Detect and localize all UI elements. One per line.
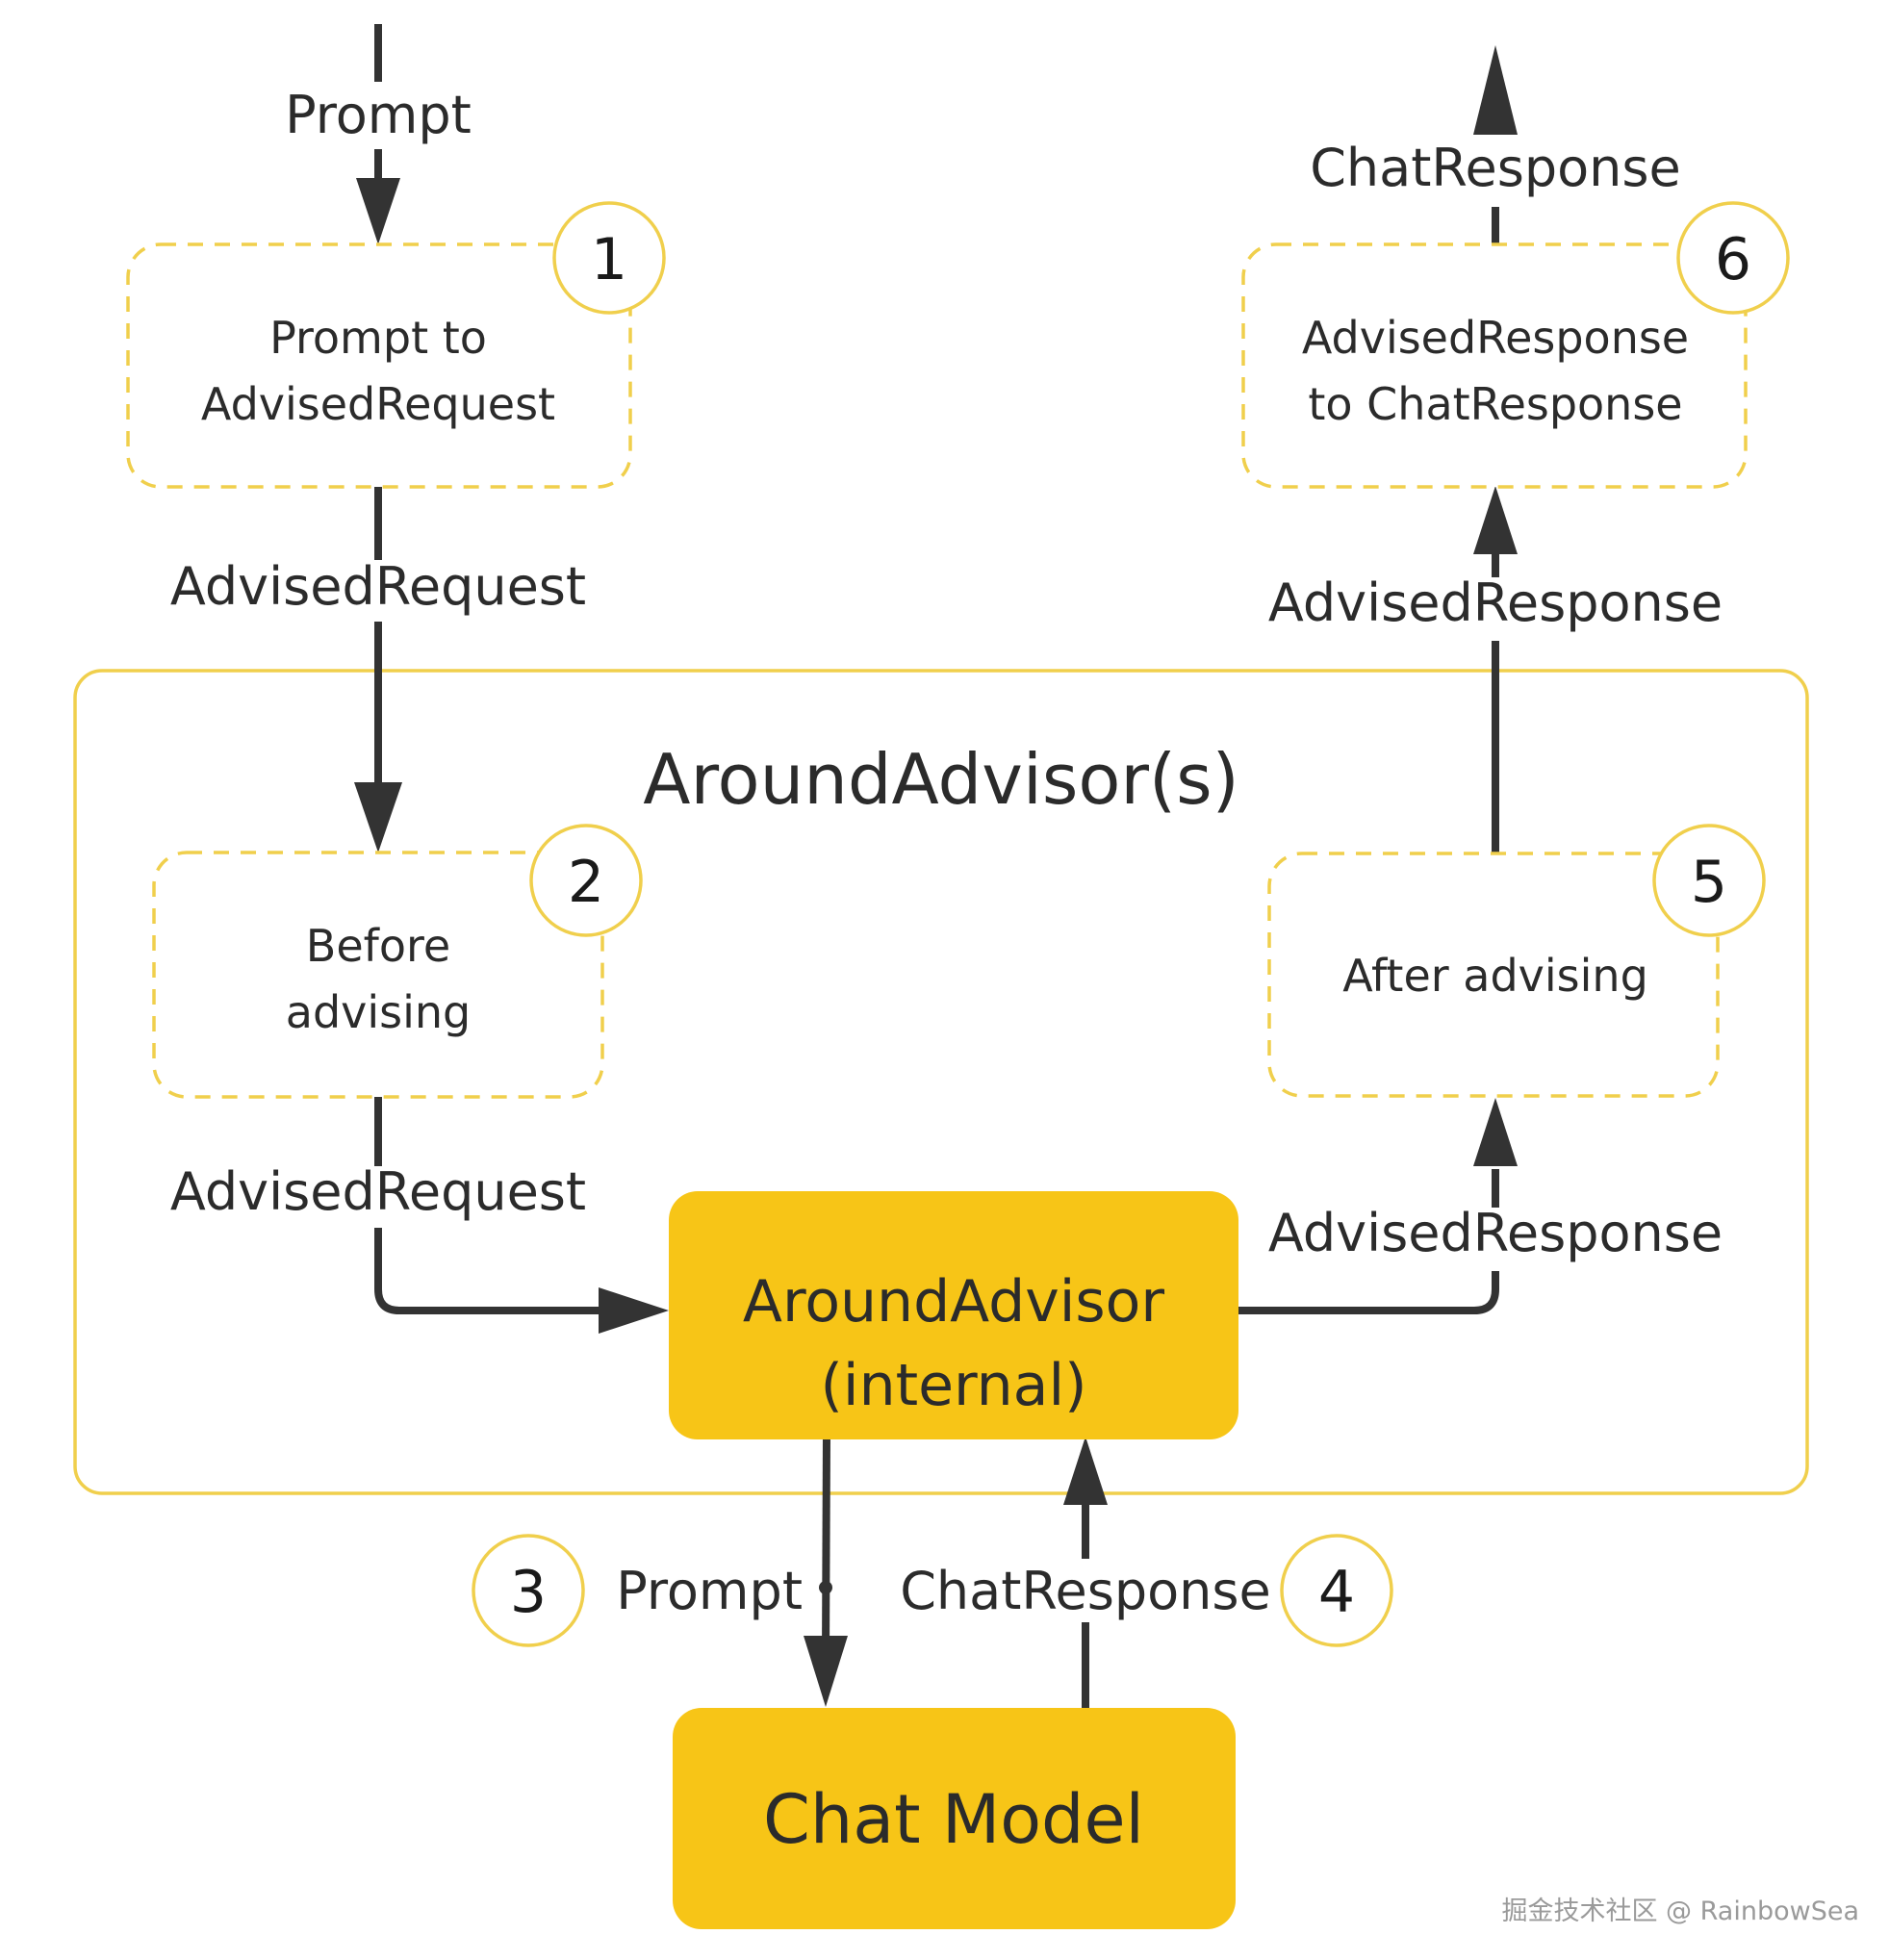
arrowhead-model-to-internal [1063,1437,1108,1505]
watermark: 掘金技术社区 @ RainbowSea [1501,1896,1859,1926]
step-6-line-2: to ChatResponse [1308,378,1682,430]
step-3-number: 3 [510,1559,547,1626]
step-2-line-1: Before [306,920,450,972]
edge-internal-to-model [822,1433,830,1661]
label-bg [1306,140,1687,203]
step-1-number: 1 [591,226,627,293]
edge-label-advised-request-1: AdvisedRequest [170,556,586,617]
container-title: AroundAdvisor(s) [643,739,1238,820]
arrowhead-box5-to-box6 [1473,486,1518,554]
arrowhead-internal-to-model [804,1636,848,1707]
step-1-line-1: Prompt to [269,312,487,364]
edge-label-prompt-to-model: Prompt [616,1561,803,1621]
edge-label-advised-response-2: AdvisedResponse [1268,573,1723,633]
edge-label-advised-response-1: AdvisedResponse [1268,1203,1723,1263]
chat-model-label: Chat Model [763,1780,1144,1859]
step-5-number-circle [1652,824,1766,937]
edge-label-chat-response-out: ChatResponse [1310,138,1681,198]
step-2-number: 2 [568,849,604,916]
edge-joint-dot [819,1581,832,1594]
edge-box2-to-internal [374,1097,616,1314]
step-4-number-circle [1280,1534,1393,1647]
label-bg [173,1166,583,1228]
edge-internal-to-box5 [1234,1169,1499,1314]
step-1-line-2: AdvisedRequest [201,378,555,430]
label-bg [1270,577,1721,641]
edge-label-advised-request-2: AdvisedRequest [170,1161,586,1222]
internal-line-2: (internal) [820,1352,1086,1419]
edge-label-prompt-in: Prompt [285,85,472,145]
arrowhead-chat-response-out [1473,45,1518,135]
step-2-number-circle [529,824,643,937]
edge-label-chat-response-from-model: ChatResponse [900,1561,1271,1621]
step-5-box [1267,852,1720,1098]
label-bg [173,560,583,622]
step-1-number-circle [552,201,666,315]
step-5-number: 5 [1691,849,1727,916]
around-advisor-internal-box [669,1191,1238,1439]
label-bg [272,87,484,146]
step-5-line-1: After advising [1342,950,1648,1002]
step-4-number: 4 [1318,1559,1355,1626]
arrowhead-box1-to-box2 [354,782,402,853]
step-2-box [152,851,604,1099]
step-6-number: 6 [1715,226,1751,293]
label-bg [1270,1208,1721,1271]
arrowhead-internal-to-box5 [1473,1098,1518,1166]
step-6-line-1: AdvisedResponse [1302,312,1689,364]
chat-model-box [673,1708,1236,1929]
step-2-line-2: advising [286,986,472,1038]
step-1-box [126,242,632,489]
arrowhead-box2-to-internal [599,1287,669,1334]
step-6-number-circle [1676,201,1790,315]
step-3-number-circle [472,1534,585,1647]
arrowhead-prompt-in [356,178,400,244]
around-advisors-container [73,669,1809,1495]
label-bg [905,1559,1266,1622]
step-6-box [1241,242,1748,489]
internal-line-1: AroundAdvisor [743,1268,1164,1336]
